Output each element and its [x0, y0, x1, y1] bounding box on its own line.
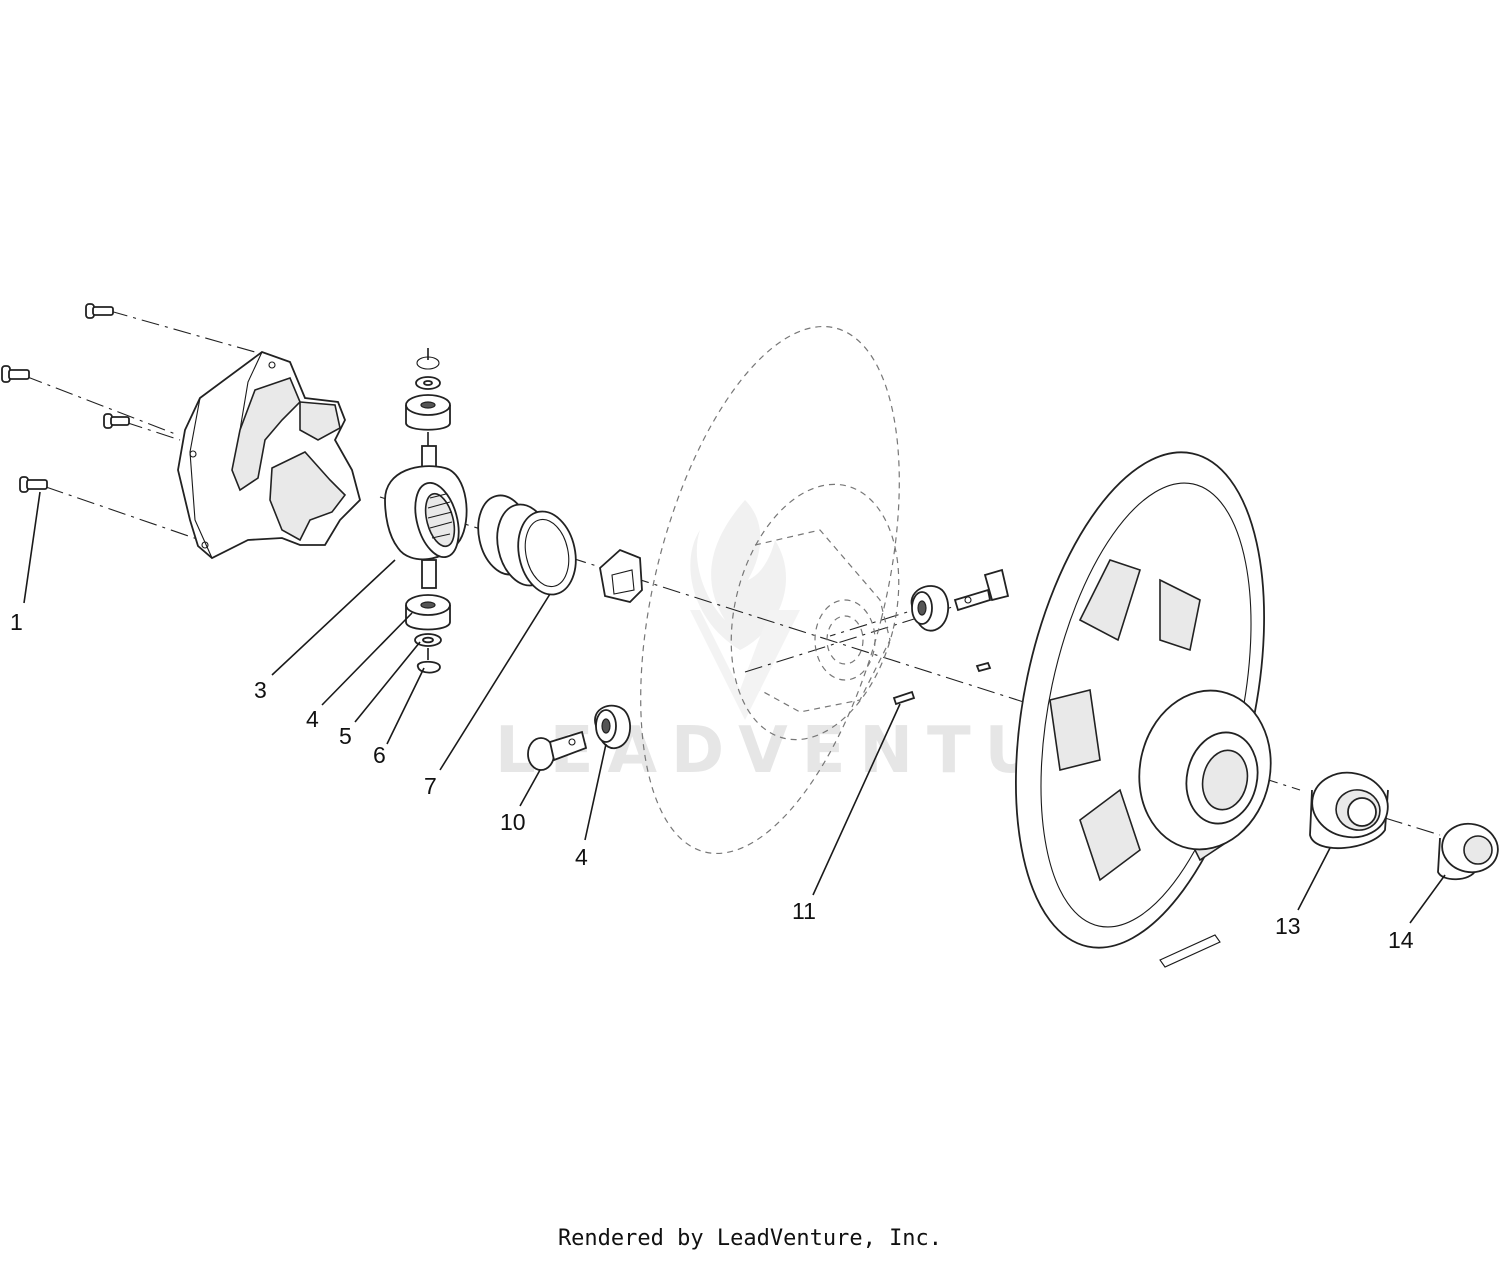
- flame-logo-watermark: [690, 500, 800, 720]
- sheave-roller-upper: [910, 585, 950, 632]
- bearing: [1309, 771, 1389, 850]
- leader-line-3: [271, 559, 396, 676]
- bolt: [19, 476, 48, 493]
- bolt: [103, 413, 130, 429]
- bolt-axis-2: [24, 375, 179, 436]
- callout-10: 10: [500, 809, 526, 835]
- callout-13: 13: [1275, 913, 1301, 939]
- bushing: [1437, 822, 1499, 881]
- bolt-group: [1, 303, 130, 493]
- roller-pin: [527, 730, 588, 771]
- leader-line-11: [812, 703, 901, 896]
- callout-3: 3: [254, 677, 267, 703]
- callout-14: 14: [1388, 927, 1414, 953]
- callout-1: 1: [10, 609, 23, 635]
- axis-line-end: [1384, 817, 1441, 836]
- leader-lines: [23, 491, 1446, 924]
- sheave-pin-upper: [953, 568, 1010, 612]
- leader-line-6: [386, 667, 425, 745]
- roll-pin-upper: [975, 661, 992, 673]
- leader-line-1: [23, 491, 41, 604]
- trunnion-bearing-carrier: [384, 465, 468, 561]
- spider-housing: [177, 350, 362, 560]
- callouts: 1 3 4 5 6 7 10 4 11 13 14: [10, 609, 1414, 953]
- bolt-axis-1: [109, 310, 263, 355]
- callout-11: 11: [792, 898, 816, 924]
- outer-sheave-phantom: [640, 325, 900, 855]
- roller-stack-bottom: [405, 559, 451, 674]
- callout-6: 6: [373, 742, 386, 768]
- callout-5: 5: [339, 723, 352, 749]
- rendered-by-credit: Rendered by LeadVenture, Inc.: [557, 1226, 943, 1251]
- sheave-roller-lower: [594, 704, 631, 750]
- ramp-button: [599, 548, 643, 603]
- coil-spring: [477, 494, 577, 596]
- leader-line-4a: [321, 612, 413, 706]
- leader-line-10: [519, 769, 541, 807]
- roller-stack-top: [405, 348, 451, 477]
- callout-4: 4: [306, 706, 319, 732]
- bolt-axis-3: [124, 421, 181, 441]
- leader-line-4b: [584, 743, 607, 841]
- callout-4-lower: 4: [575, 844, 588, 870]
- leader-line-13: [1297, 847, 1331, 911]
- callout-7: 7: [424, 773, 437, 799]
- inner-sheave: [1015, 451, 1272, 968]
- bolt-axis-4: [45, 486, 201, 541]
- leader-line-14: [1409, 874, 1446, 924]
- leader-line-5: [354, 641, 421, 723]
- roll-pin-lower: [892, 690, 916, 706]
- bolt: [85, 303, 114, 319]
- bolt: [1, 365, 30, 383]
- leader-line-7: [439, 593, 551, 771]
